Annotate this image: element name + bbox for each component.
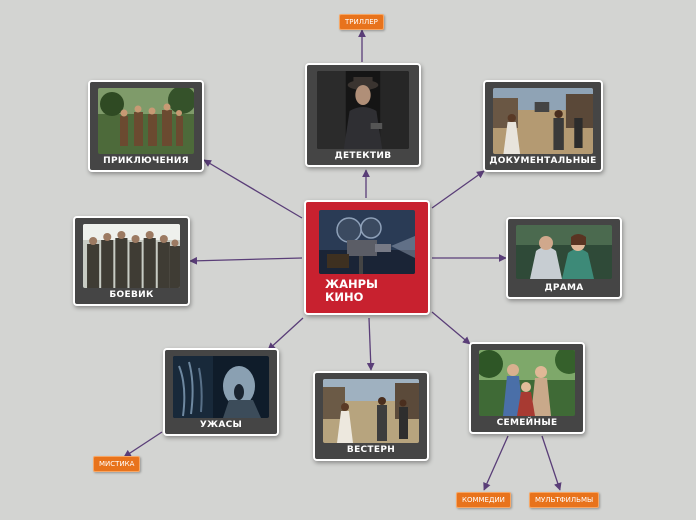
adventure-label: ПРИКЛЮЧЕНИЯ: [90, 156, 202, 166]
adventure-image: [98, 88, 194, 154]
connector-action: [190, 258, 302, 261]
action-image: [83, 224, 180, 288]
tag-thriller[interactable]: ТРИЛЛЕР: [339, 14, 384, 30]
western-image: [323, 379, 419, 443]
node-family[interactable]: СЕМЕЙНЫЕ: [469, 342, 585, 434]
connector-mystic: [124, 432, 162, 457]
connector-documentary: [432, 171, 484, 208]
connector-horror: [268, 318, 303, 350]
tag-comedy[interactable]: КОММЕДИИ: [456, 492, 511, 508]
node-action[interactable]: БОЕВИК: [73, 216, 190, 306]
tag-cartoons[interactable]: МУЛЬТФИЛЬМЫ: [529, 492, 599, 508]
documentary-label: ДОКУМЕНТАЛЬНЫЕ: [485, 156, 601, 166]
connector-western: [369, 318, 371, 370]
node-adventure[interactable]: ПРИКЛЮЧЕНИЯ: [88, 80, 204, 172]
connector-family: [432, 312, 470, 344]
central-image: [319, 210, 415, 274]
connector-comedy: [484, 436, 508, 490]
tag-mystic[interactable]: МИСТИКА: [93, 456, 140, 472]
horror-image: [173, 356, 269, 418]
node-documentary[interactable]: ДОКУМЕНТАЛЬНЫЕ: [483, 80, 603, 172]
drama-label: ДРАМА: [508, 283, 620, 293]
node-detective[interactable]: ДЕТЕКТИВ: [305, 63, 421, 167]
drama-image: [516, 225, 612, 279]
horror-label: УЖАСЫ: [165, 420, 277, 430]
western-label: ВЕСТЕРН: [315, 445, 427, 455]
documentary-image: [493, 88, 593, 154]
central-title: ЖАНРЫ КИНО: [325, 278, 425, 304]
detective-image: [317, 71, 409, 149]
node-western[interactable]: ВЕСТЕРН: [313, 371, 429, 461]
node-horror[interactable]: УЖАСЫ: [163, 348, 279, 436]
action-label: БОЕВИК: [75, 290, 188, 300]
node-drama[interactable]: ДРАМА: [506, 217, 622, 299]
central-node[interactable]: ЖАНРЫ КИНО: [304, 200, 430, 315]
connector-cartoons: [542, 436, 560, 490]
detective-label: ДЕТЕКТИВ: [307, 151, 419, 161]
connector-adventure: [204, 160, 302, 218]
family-label: СЕМЕЙНЫЕ: [471, 418, 583, 428]
family-image: [479, 350, 575, 416]
